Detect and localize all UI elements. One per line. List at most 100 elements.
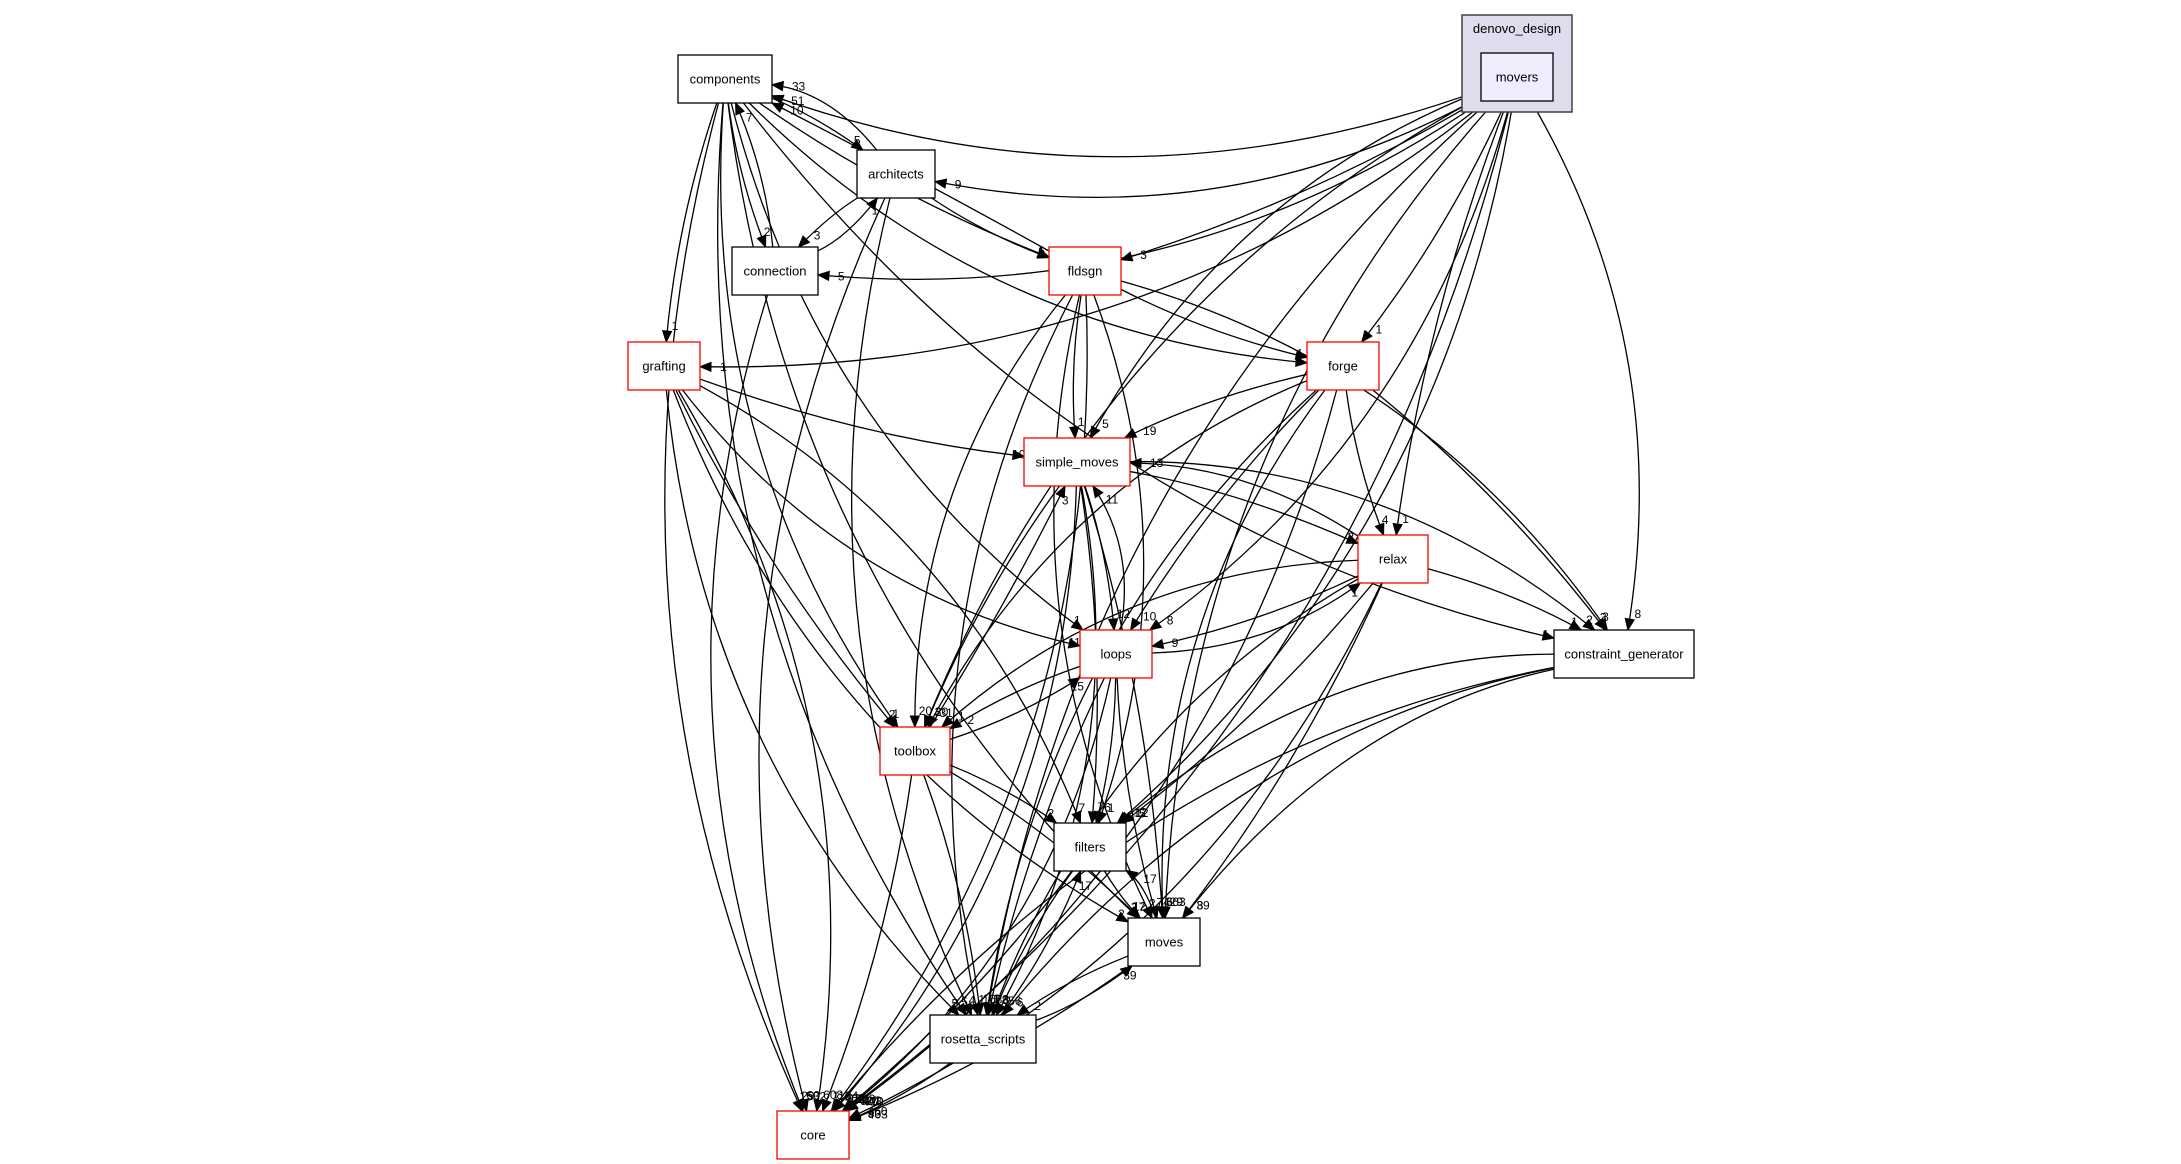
edge-count-label[interactable]: 2 — [1118, 907, 1125, 921]
node-movers[interactable]: movers — [1480, 52, 1554, 102]
node-loops[interactable]: loops — [1079, 629, 1153, 679]
edge-count-label[interactable]: 39 — [1123, 969, 1137, 983]
edge-count-label[interactable]: 1 — [872, 204, 879, 218]
edge-count-label[interactable]: 1 — [1074, 614, 1081, 628]
edge-count-label[interactable]: 10 — [1143, 609, 1157, 623]
edge-count-label[interactable]: 5 — [1102, 417, 1109, 431]
node-rosetta-scripts[interactable]: rosetta_scripts — [929, 1014, 1037, 1064]
edge-count-label[interactable]: 3 — [1600, 610, 1607, 624]
node-box[interactable] — [1079, 629, 1153, 679]
edge-count-label[interactable]: 39 — [1196, 898, 1210, 912]
edge-count-label[interactable]: 7 — [746, 111, 753, 125]
node-connection[interactable]: connection — [731, 246, 819, 296]
edge-count-label[interactable]: 1 — [893, 707, 900, 721]
edge-count-label[interactable]: 1 — [993, 992, 1000, 1006]
edge-count-label[interactable]: 2 — [967, 713, 974, 727]
edge-count-label[interactable]: 20 — [919, 704, 933, 718]
node-box[interactable] — [856, 149, 936, 199]
edge-count-label[interactable]: 74 — [1156, 896, 1170, 910]
edge-count-label[interactable]: 3 — [1140, 248, 1147, 262]
edge-count-label[interactable]: 3 — [935, 705, 942, 719]
edge-count-label[interactable]: 3 — [1602, 610, 1609, 624]
node-architects[interactable]: architects — [856, 149, 936, 199]
edge-count-label[interactable]: 4 — [1382, 513, 1389, 527]
edge-count-label[interactable]: 420 — [859, 1094, 879, 1108]
edge-count-label[interactable]: 31 — [939, 706, 953, 720]
edge-count-label[interactable]: 4 — [969, 994, 976, 1008]
node-moves[interactable]: moves — [1127, 917, 1201, 967]
node-relax[interactable]: relax — [1357, 534, 1429, 584]
edge-count-label[interactable]: 6 — [1104, 801, 1111, 815]
node-fldsgn[interactable]: fldsgn — [1048, 246, 1122, 296]
node-box[interactable] — [929, 1014, 1037, 1064]
node-box[interactable] — [776, 1110, 850, 1160]
edge-count-label[interactable]: 2 — [1295, 354, 1302, 368]
node-box[interactable] — [879, 726, 951, 776]
node-box[interactable] — [1480, 52, 1554, 102]
node-box[interactable] — [1127, 917, 1201, 967]
edge-count-label[interactable]: 1 — [1542, 628, 1549, 642]
edge-count-label[interactable]: 3 — [1062, 493, 1069, 507]
edge-count-label[interactable]: 5 — [1139, 806, 1146, 820]
edge-count-label[interactable]: 93 — [868, 1107, 882, 1121]
edge-count-label[interactable]: 1 — [1108, 801, 1115, 815]
edge-count-label[interactable]: 2 — [889, 708, 896, 722]
edge-count-label[interactable]: 2 — [1034, 999, 1041, 1013]
edge-count-label[interactable]: 507 — [860, 1094, 880, 1108]
edge-count-label[interactable]: 6 — [993, 992, 1000, 1006]
edge-count-label[interactable]: 29 — [1170, 895, 1184, 909]
node-box[interactable] — [1306, 341, 1380, 391]
edge-count-label[interactable]: 1 — [1402, 512, 1409, 526]
node-filters[interactable]: filters — [1053, 822, 1127, 872]
edge-count-label[interactable]: 1 — [1038, 245, 1045, 259]
edge-count-label[interactable]: 12 — [1135, 806, 1149, 820]
edge-count-label[interactable]: 10 — [790, 103, 804, 117]
edge-count-label[interactable]: 420 — [863, 1095, 883, 1109]
edge-count-label[interactable]: 1 — [720, 360, 727, 374]
edge-count-label[interactable]: 20 — [935, 705, 949, 719]
node-box[interactable] — [731, 246, 819, 296]
edge-count-label[interactable]: 7 — [1097, 800, 1104, 814]
edge-count-label[interactable]: 13 — [1150, 456, 1164, 470]
edge-count-label[interactable]: 7 — [1079, 801, 1086, 815]
edge-count-label[interactable]: 1 — [1571, 615, 1578, 629]
edge-count-label[interactable]: 363 — [1166, 895, 1186, 909]
edge-count-label[interactable]: 51 — [791, 94, 805, 108]
edge-count-label[interactable]: 10 — [1012, 447, 1026, 461]
node-toolbox[interactable]: toolbox — [879, 726, 951, 776]
node-core[interactable]: core — [776, 1110, 850, 1160]
edge-count-label[interactable]: 1184 — [832, 1089, 858, 1103]
edge-count-label[interactable]: 8 — [1167, 614, 1174, 628]
edge-count-label[interactable]: 2 — [764, 225, 771, 239]
edge-count-label[interactable]: 3 — [1003, 993, 1010, 1007]
node-box[interactable] — [1023, 437, 1131, 487]
edge-count-label[interactable]: 5 — [854, 134, 861, 148]
edge-count-label[interactable]: 6 — [1017, 996, 1024, 1010]
node-constraint-generator[interactable]: constraint_generator — [1553, 629, 1695, 679]
edge-count-label[interactable]: 17 — [1143, 872, 1157, 886]
edge-count-label[interactable]: 6 — [1166, 895, 1173, 909]
edge-count-label[interactable]: 2 — [1347, 530, 1354, 544]
edge-count-label[interactable]: 1 — [1376, 322, 1383, 336]
edge-count-label[interactable]: 5 — [838, 269, 845, 283]
edge-count-label[interactable]: 33 — [792, 80, 806, 94]
edge-count-label[interactable]: 1 — [1078, 415, 1085, 429]
edge-count-label[interactable]: 403 — [868, 1107, 888, 1121]
node-box[interactable] — [1048, 246, 1122, 296]
edge-count-label[interactable]: 11 — [1106, 492, 1119, 506]
edge-count-label[interactable]: 11 — [1068, 635, 1081, 649]
node-forge[interactable]: forge — [1306, 341, 1380, 391]
edge-count-label[interactable]: 1 — [1351, 585, 1358, 599]
edge-count-label[interactable]: 17 — [1079, 879, 1093, 893]
node-box[interactable] — [677, 54, 773, 104]
edge-count-label[interactable]: 12 — [1133, 900, 1147, 914]
edge-count-label[interactable]: 19 — [1143, 424, 1157, 438]
edge-count-label[interactable]: 93 — [847, 1092, 861, 1106]
edge-count-label[interactable]: 1 — [958, 709, 965, 723]
edge-count-label[interactable]: 9 — [955, 178, 962, 192]
edge-count-label[interactable]: 2 — [1586, 613, 1593, 627]
edge-count-label[interactable]: 460 — [868, 1104, 888, 1118]
node-box[interactable] — [1553, 629, 1695, 679]
edge-count-label[interactable]: 9 — [1172, 636, 1179, 650]
edge-count-label[interactable]: 8 — [1002, 993, 1009, 1007]
